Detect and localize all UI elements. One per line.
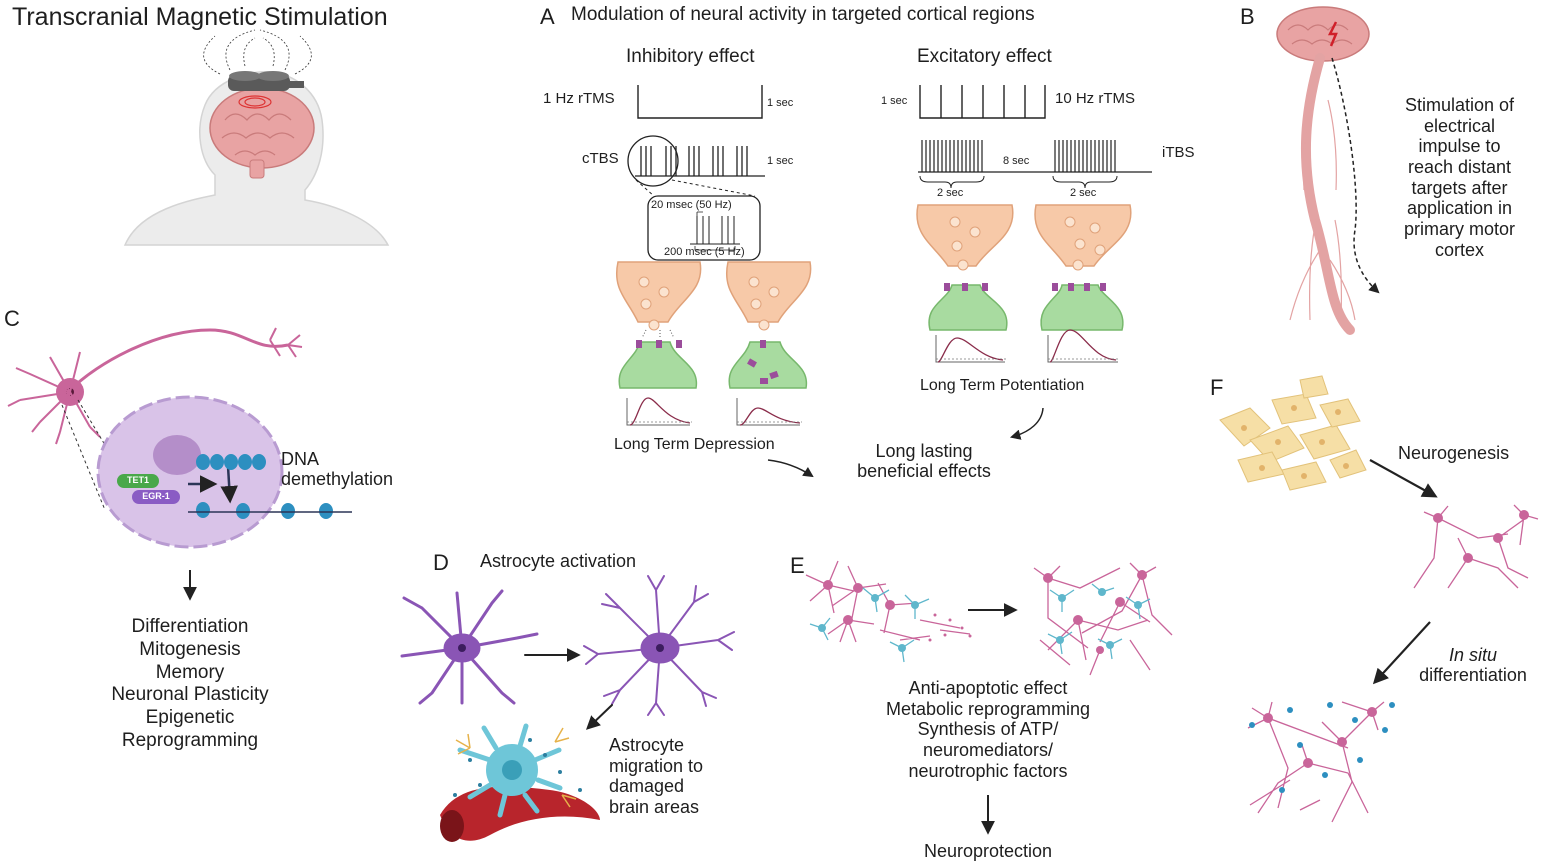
panel-b-line-7: primary motor — [1403, 219, 1515, 240]
label-inset-top: 20 msec (50 Hz) — [651, 199, 732, 211]
label-inset-bottom: 200 msec (5 Hz) — [664, 246, 745, 258]
panel-b-line-1: Stimulation of — [1404, 95, 1515, 115]
egr1-tag: EGR-1 — [142, 491, 170, 501]
synapse-ltp-1 — [916, 204, 1014, 363]
dna-demethylation-label: DNA demethylation — [281, 449, 394, 490]
brain-spinal-cord-illustration — [1276, 6, 1380, 335]
synapse-ltd-2 — [726, 261, 812, 426]
synapse-ltd-1 — [616, 261, 702, 426]
panel-c-outcomes: Differentiation Mitogenesis Memory Neuro… — [70, 616, 310, 753]
panel-label-b: B — [1240, 4, 1255, 29]
effect-3: Synthesis of ATP/ — [917, 719, 1059, 740]
synapse-ltp-2 — [1034, 204, 1132, 363]
neural-network-illustration — [805, 560, 1173, 835]
outcome-4: Neuronal Plasticity — [111, 684, 269, 706]
outcome-2: Mitogenesis — [139, 638, 241, 660]
dna-line-2: demethylation — [281, 468, 394, 489]
neuroprotection-label: Neuroprotection — [923, 841, 1053, 861]
panel-b-line-4: reach distant — [1407, 157, 1512, 178]
panel-b-line-8: cortex — [1434, 239, 1485, 260]
neurogenesis-label: Neurogenesis — [1398, 443, 1510, 463]
label-2sec-b: 2 sec — [1070, 187, 1097, 199]
panel-label-f: F — [1210, 375, 1224, 400]
outcome-3: Memory — [155, 661, 225, 683]
outcome-6: Reprogramming — [121, 729, 259, 751]
panel-label-e: E — [790, 553, 805, 578]
in-situ-line-2: differentiation — [1419, 664, 1527, 685]
migration-line-1: Astrocyte — [609, 735, 685, 755]
migration-line-3: damaged — [609, 776, 685, 797]
label-ltd: Long Term Depression — [614, 436, 775, 453]
migration-line-2: migration to — [609, 755, 704, 776]
label-2sec-a: 2 sec — [937, 187, 964, 199]
label-itbs: iTBS — [1162, 144, 1195, 161]
excitatory-heading: Excitatory effect — [917, 46, 1052, 67]
long-lasting-line-1: Long lasting — [875, 441, 973, 461]
long-lasting-line-2: beneficial effects — [857, 460, 991, 481]
panel-a-heading: Modulation of neural activity in targete… — [571, 4, 1035, 25]
panel-label-d: D — [433, 550, 449, 575]
panel-d-migration: Astrocyte migration to damaged brain are… — [609, 735, 703, 818]
arrow-ltd-to-effects — [767, 459, 814, 478]
waveform-ctbs — [627, 135, 765, 261]
neuron-nucleus-illustration — [7, 327, 352, 601]
in-situ-neurons-illustration — [1247, 701, 1395, 823]
waveform-10hz-rtms — [919, 85, 1046, 119]
label-ctbs: cTBS — [582, 150, 619, 167]
panel-label-a: A — [540, 4, 555, 29]
effect-1: Anti-apoptotic effect — [908, 678, 1068, 698]
effect-4: neuromediators/ — [922, 740, 1054, 761]
panel-b-line-3: impulse to — [1418, 136, 1501, 157]
panel-b-line-6: application in — [1406, 198, 1513, 219]
label-10hz-rtms: 10 Hz rTMS — [1055, 90, 1136, 107]
tet1-tag: TET1 — [126, 475, 149, 485]
label-1sec-a: 1 sec — [767, 97, 794, 109]
astrocyte-vessel-illustration — [440, 723, 600, 842]
panel-label-c: C — [4, 306, 20, 331]
tms-head-illustration — [123, 29, 390, 246]
effect-5: neurotrophic factors — [908, 760, 1068, 781]
dna-line-1: DNA — [281, 449, 320, 469]
label-1sec-b: 1 sec — [767, 155, 794, 167]
label-long-lasting-effects: Long lasting beneficial effects — [833, 441, 1015, 482]
in-situ-line-1: In situ — [1448, 645, 1498, 665]
arrow-ltp-to-effects — [1009, 407, 1044, 440]
differentiated-neurons-illustration — [1372, 504, 1539, 685]
migration-line-4: brain areas — [609, 797, 700, 818]
waveform-itbs — [918, 140, 1152, 189]
panel-e-effects: Anti-apoptotic effect Metabolic reprogra… — [848, 678, 1128, 781]
effect-2: Metabolic reprogramming — [885, 698, 1091, 719]
label-1hz-rtms: 1 Hz rTMS — [543, 90, 615, 107]
in-situ-label: In situ differentiation — [1398, 645, 1545, 686]
precursor-cells-illustration — [1219, 375, 1438, 498]
panel-b-text: Stimulation of electrical impulse to rea… — [1382, 95, 1537, 261]
panel-b-line-2: electrical — [1423, 115, 1496, 136]
panel-d-heading: Astrocyte activation — [480, 551, 637, 571]
label-1sec-c: 1 sec — [881, 95, 908, 107]
outcome-5: Epigenetic — [145, 707, 235, 729]
label-ltp: Long Term Potentiation — [920, 377, 1085, 394]
figure-title: Transcranial Magnetic Stimulation — [12, 3, 388, 31]
panel-b-line-5: targets after — [1411, 177, 1508, 198]
label-8sec: 8 sec — [1003, 155, 1030, 167]
inhibitory-heading: Inhibitory effect — [626, 46, 755, 67]
astrocyte-illustration — [400, 575, 735, 730]
outcome-1: Differentiation — [131, 616, 249, 637]
waveform-1hz-rtms — [637, 85, 763, 119]
